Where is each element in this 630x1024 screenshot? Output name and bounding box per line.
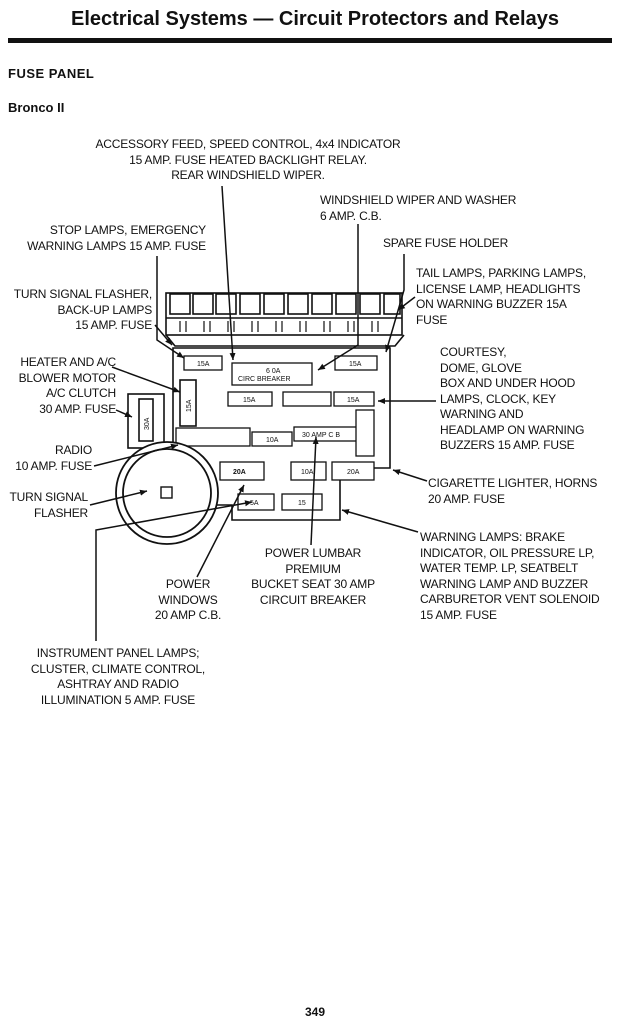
label-warning-lamps: WARNING LAMPS: BRAKE INDICATOR, OIL PRES…	[420, 530, 600, 622]
cb-30amp-label: 30 AMP C B	[302, 432, 340, 439]
relay-row	[165, 292, 405, 347]
label-instrument-panel: INSTRUMENT PANEL LAMPS; CLUSTER, CLIMATE…	[30, 646, 206, 707]
circ-breaker-rating-label: 6 0A	[266, 368, 281, 375]
label-spare-fuse: SPARE FUSE HOLDER	[383, 236, 509, 250]
fuse-20a-right-label: 20A	[347, 469, 360, 476]
label-accessory-feed: ACCESSORY FEED, SPEED CONTROL, 4x4 INDIC…	[95, 137, 401, 182]
relay-ridges	[179, 321, 379, 332]
fuse-15a-top-right-label: 15A	[349, 361, 362, 368]
title-rule	[8, 38, 612, 43]
page-title: Electrical Systems — Circuit Protectors …	[71, 8, 559, 30]
label-turn-signal-backup: TURN SIGNAL FLASHER, BACK-UP LAMPS 15 AM…	[13, 287, 152, 332]
fuse-15a-mid-right-label: 15A	[347, 397, 360, 404]
model-heading: Bronco II	[8, 100, 65, 115]
leader-lines	[89, 185, 436, 641]
label-heater-ac: HEATER AND A/C BLOWER MOTOR A/C CLUTCH 3…	[18, 355, 117, 416]
label-turn-signal-flasher: TURN SIGNAL FLASHER	[9, 490, 89, 520]
flasher-round	[115, 441, 219, 545]
label-cigarette-lighter: CIGARETTE LIGHTER, HORNS 20 AMP. FUSE	[428, 476, 598, 506]
fuse-15-small-label: 15	[298, 500, 306, 507]
fuse-15a-vertical-label: 15A	[186, 399, 193, 412]
section-heading: FUSE PANEL	[8, 66, 95, 81]
page-number: 349	[304, 1005, 326, 1019]
fuse-5a-label: 5A	[250, 500, 259, 507]
label-power-windows: POWER WINDOWS 20 AMP C.B.	[154, 577, 222, 622]
fuse-10a-label: 10A	[266, 437, 279, 444]
label-wiper-washer: WINDSHIELD WIPER AND WASHER 6 AMP. C.B.	[320, 193, 517, 223]
fuse-15a-top-left-label: 15A	[197, 361, 210, 368]
fuse-15a-mid-left-label: 15A	[243, 397, 256, 404]
label-courtesy: COURTESY, DOME, GLOVE BOX AND UNDER HOOD…	[440, 345, 585, 452]
fuse-10a-small-label: 10A	[301, 469, 314, 476]
label-tail-lamps: TAIL LAMPS, PARKING LAMPS, LICENSE LAMP,…	[416, 266, 586, 327]
label-power-lumbar: POWER LUMBAR PREMIUM BUCKET SEAT 30 AMP …	[251, 546, 375, 607]
label-radio: RADIO 10 AMP. FUSE	[15, 443, 92, 473]
fuse-20a-left-label: 20A	[233, 469, 246, 476]
circ-breaker-label: CIRC BREAKER	[238, 376, 291, 383]
fuse-slots	[175, 355, 378, 511]
label-stop-lamps: STOP LAMPS, EMERGENCY WARNING LAMPS 15 A…	[27, 223, 206, 253]
fuse-30a-vertical-label: 30A	[144, 417, 151, 430]
